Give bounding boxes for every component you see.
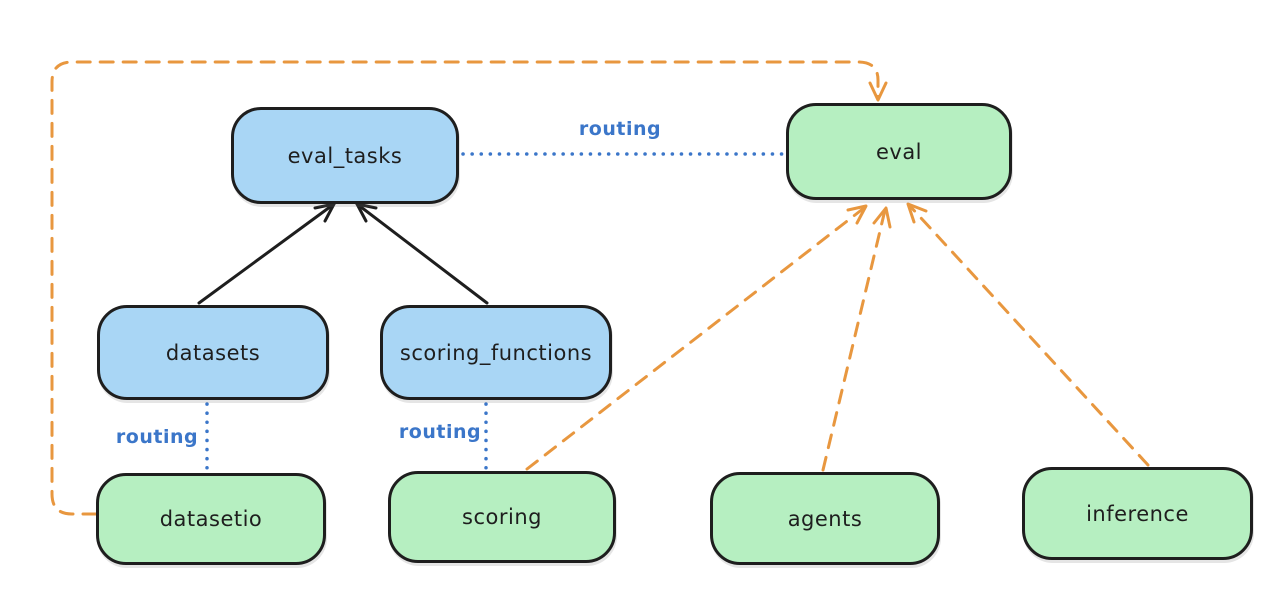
arrowhead	[355, 202, 378, 223]
edge-label-routing-scoring-functions-scoring: routing	[398, 421, 482, 443]
edge-agents-to-eval	[821, 206, 892, 472]
edge-scoring-functions-to-eval-tasks	[355, 202, 489, 305]
edge-datasetio-to-eval	[50, 60, 888, 516]
arrowhead	[906, 202, 928, 224]
node-datasetio: datasetio	[96, 473, 326, 565]
node-eval: eval	[786, 103, 1012, 200]
arrowhead	[872, 206, 892, 229]
edge-label-routing-datasets-datasetio: routing	[115, 426, 199, 448]
node-datasets: datasets	[97, 305, 329, 400]
edge-label-routing-eval-tasks-eval: routing	[578, 118, 662, 140]
node-label: eval_tasks	[287, 143, 403, 168]
node-eval-tasks: eval_tasks	[231, 107, 459, 204]
node-label: eval	[875, 139, 923, 164]
arrowhead	[868, 81, 888, 102]
edge-scoring-to-eval	[525, 204, 868, 471]
node-agents: agents	[710, 472, 940, 565]
node-scoring: scoring	[388, 471, 616, 563]
node-inference: inference	[1022, 467, 1253, 560]
arrowhead	[313, 202, 336, 223]
edge-datasets-to-eval-tasks	[197, 202, 336, 305]
node-scoring-functions: scoring_functions	[380, 305, 612, 400]
edge-inference-to-eval	[906, 202, 1150, 467]
node-label: agents	[787, 506, 863, 531]
node-label: inference	[1086, 501, 1189, 526]
node-label: datasetio	[159, 507, 263, 531]
node-label: scoring	[462, 505, 542, 529]
node-label: scoring_functions	[399, 340, 593, 365]
node-label: datasets	[165, 340, 261, 365]
arrowhead	[846, 204, 868, 225]
